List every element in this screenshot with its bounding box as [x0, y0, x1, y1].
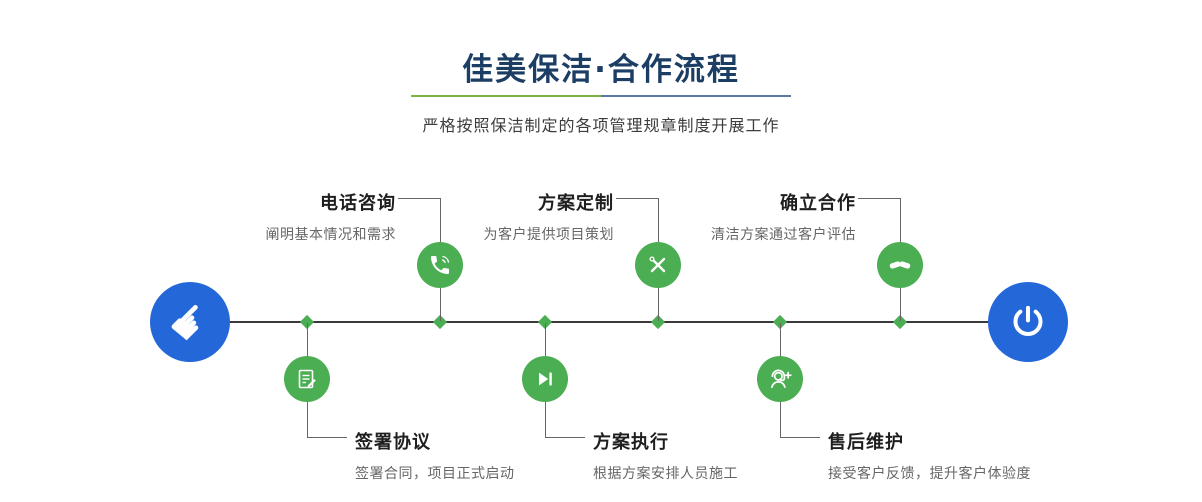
step-node-sign-agreement — [284, 356, 330, 402]
step-connector — [658, 198, 659, 242]
step-connector — [545, 437, 585, 438]
timeline-end-node — [988, 282, 1068, 362]
phone-icon — [431, 255, 450, 274]
step-text-phone-consult: 电话咨询 阐明基本情况和需求 — [266, 189, 397, 244]
step-connector — [858, 198, 900, 199]
document-icon — [298, 369, 316, 389]
divider-green-segment — [411, 95, 601, 97]
step-node-establish-cooperation — [877, 242, 923, 288]
step-description: 为客户提供项目策划 — [483, 227, 614, 243]
step-connector — [616, 198, 658, 199]
timeline-line — [190, 321, 1028, 323]
step-description: 阐明基本情况和需求 — [265, 227, 396, 243]
step-description: 清洁方案通过客户评估 — [711, 227, 856, 243]
step-label: 方案定制 — [538, 193, 614, 214]
play-icon — [539, 372, 552, 386]
step-text-establish-cooperation: 确立合作 清洁方案通过客户评估 — [711, 189, 856, 244]
step-node-plan-execute — [522, 356, 568, 402]
step-label: 电话咨询 — [320, 193, 396, 214]
step-node-phone-consult — [417, 242, 463, 288]
page-title: 佳美保洁·合作流程 — [462, 52, 740, 88]
step-description: 签署合同，项目正式启动 — [355, 466, 515, 482]
step-connector — [307, 402, 308, 437]
step-stem — [900, 288, 901, 321]
handshake-icon — [889, 261, 911, 269]
step-node-after-sales — [757, 356, 803, 402]
title-divider — [411, 95, 791, 97]
step-text-after-sales: 售后维护 接受客户反馈，提升客户体验度 — [828, 428, 1031, 483]
step-description: 根据方案安排人员施工 — [593, 466, 738, 482]
step-stem — [658, 288, 659, 321]
step-node-plan-customize — [635, 242, 681, 288]
step-stem — [780, 323, 781, 356]
step-stem — [307, 323, 308, 356]
step-label: 售后维护 — [828, 432, 904, 453]
step-connector — [780, 437, 820, 438]
step-label: 签署协议 — [355, 432, 431, 453]
step-connector — [900, 198, 901, 242]
step-connector — [545, 402, 546, 437]
step-text-sign-agreement: 签署协议 签署合同，项目正式启动 — [355, 428, 515, 483]
step-description: 接受客户反馈，提升客户体验度 — [828, 466, 1031, 482]
step-label: 方案执行 — [593, 432, 669, 453]
headset-icon — [771, 369, 792, 388]
step-label: 确立合作 — [780, 193, 856, 214]
step-connector — [780, 402, 781, 437]
divider-blue-segment — [601, 95, 791, 97]
timeline-start-node: ☛ — [150, 282, 230, 362]
step-connector — [440, 198, 441, 242]
step-stem — [545, 323, 546, 356]
step-text-plan-execute: 方案执行 根据方案安排人员施工 — [593, 428, 738, 483]
tools-icon — [649, 256, 666, 273]
power-icon — [1013, 305, 1043, 337]
step-connector — [307, 437, 347, 438]
page-subtitle: 严格按照保洁制定的各项管理规章制度开展工作 — [422, 116, 780, 135]
pointing-hand-icon: ☛ — [156, 288, 224, 356]
step-connector — [398, 198, 440, 199]
step-text-plan-customize: 方案定制 为客户提供项目策划 — [484, 189, 615, 244]
step-stem — [440, 288, 441, 321]
